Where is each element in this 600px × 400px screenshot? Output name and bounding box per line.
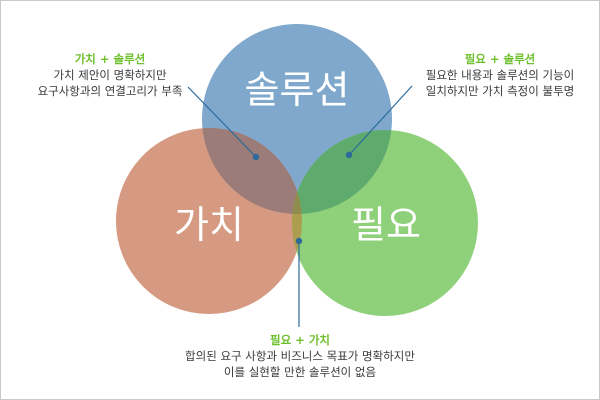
callout-line: 이를 실현할 만한 솔루션이 없음 [223,365,377,379]
callout-value-solution: 가치 + 솔루션 가치 제안이 명확하지만 요구사항과의 연결고리가 부족 [20,51,200,99]
callout-line: 필요한 내용과 솔루션의 기능이 [425,68,575,82]
callout-need-value: 필요 + 가치 합의된 요구 사항과 비즈니스 목표가 명확하지만 이를 실현할… [150,332,450,380]
leader-line-need-solution [348,85,413,156]
leader-line-value-solution [187,86,257,158]
overlap-value-solution [202,128,302,214]
overlap-need-solution [292,130,392,214]
leader-dot-need-value [295,237,303,245]
callout-line: 일치하지만 가치 측정이 불투명 [425,84,575,98]
value-label: 가치 [174,203,244,247]
leader-dot-value-solution [252,153,260,161]
callout-heading: 필요 + 가치 [270,333,330,347]
leader-dot-need-solution [345,151,353,159]
callout-line: 합의된 요구 사항과 비즈니스 목표가 명확하지만 [185,349,415,363]
callout-heading: 가치 + 솔루션 [74,52,146,66]
callout-line: 요구사항과의 연결고리가 부족 [37,84,183,98]
callout-heading: 필요 + 솔루션 [464,52,536,66]
need-label: 필요 [351,203,421,247]
callout-need-solution: 필요 + 솔루션 필요한 내용과 솔루션의 기능이 일치하지만 가치 측정이 불… [405,51,595,99]
solution-label: 솔루션 [245,68,350,112]
callout-line: 가치 제안이 명확하지만 [53,68,167,82]
